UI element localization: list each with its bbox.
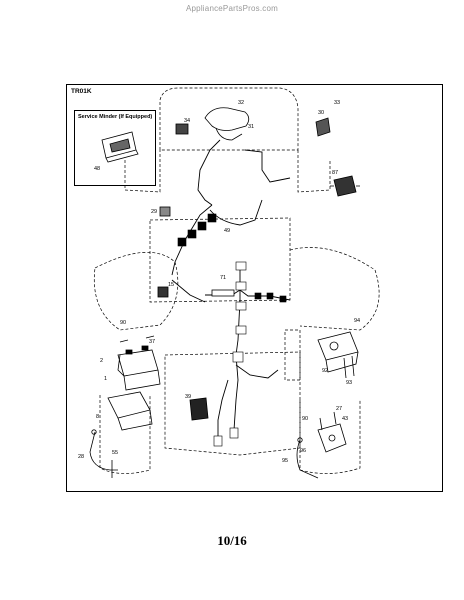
callout-31: 31 <box>248 124 254 130</box>
diagram-code: TR01K <box>71 88 92 95</box>
callout-34: 34 <box>184 118 190 124</box>
callout-90b: 90 <box>302 416 308 422</box>
callout-90: 90 <box>120 320 126 326</box>
callout-96: 96 <box>300 448 306 454</box>
callout-29: 29 <box>151 209 157 215</box>
callout-93: 93 <box>346 380 352 386</box>
service-minder-part <box>101 131 139 163</box>
callout-2: 2 <box>100 358 103 364</box>
callout-37: 37 <box>149 339 155 345</box>
callout-95: 95 <box>282 458 288 464</box>
parts-top <box>159 107 360 217</box>
parts-right <box>296 331 359 479</box>
callout-30: 30 <box>318 110 324 116</box>
callout-8: 8 <box>96 414 99 420</box>
callout-43: 43 <box>342 416 348 422</box>
page-number: 10/16 <box>217 533 247 548</box>
tractor-outline <box>93 87 380 474</box>
callout-55: 55 <box>112 450 118 456</box>
callout-92: 92 <box>322 368 328 374</box>
site-watermark: AppliancePartsPros.com <box>186 4 278 13</box>
parts-left <box>89 286 235 478</box>
callout-15: 15 <box>168 282 174 288</box>
callout-32: 32 <box>238 100 244 106</box>
diagram-frame <box>66 84 443 492</box>
callout-94: 94 <box>354 318 360 324</box>
callout-87: 87 <box>332 170 338 176</box>
inset-title: Service Minder (If Equipped) <box>78 114 153 120</box>
callout-27: 27 <box>336 406 342 412</box>
callout-33: 33 <box>334 100 340 106</box>
callout-49: 49 <box>224 228 230 234</box>
callout-48: 48 <box>94 166 100 172</box>
harness-connectors <box>177 213 287 447</box>
callout-71: 71 <box>220 275 226 281</box>
callout-labels: 32 34 31 30 33 48 87 29 49 71 15 90 2 37… <box>78 100 360 464</box>
callout-39: 39 <box>185 394 191 400</box>
service-minder-inset: Service Minder (If Equipped) <box>74 110 156 186</box>
callout-28: 28 <box>78 454 84 460</box>
callout-1: 1 <box>104 376 107 382</box>
